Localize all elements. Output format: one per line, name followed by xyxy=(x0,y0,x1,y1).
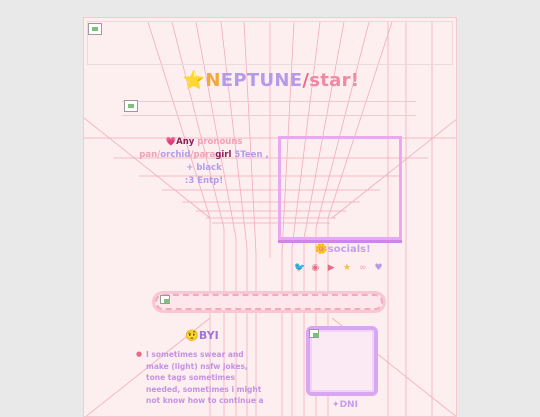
pinterest-icon[interactable]: ◉ xyxy=(311,263,320,273)
broken-image-icon xyxy=(309,329,319,338)
divider-banner xyxy=(122,101,416,116)
byi-text: I sometimes swear and make (light) nsfw … xyxy=(146,350,264,405)
heart-icon[interactable]: ♥ xyxy=(374,263,383,273)
divider-bar xyxy=(155,294,383,310)
pronoun-segment: pan/ xyxy=(139,150,161,160)
twitter-icon[interactable]: 🐦 xyxy=(294,263,306,273)
image-frame xyxy=(278,136,402,240)
byi-list: ● I sometimes swear and make (light) nsf… xyxy=(136,349,264,407)
broken-image-icon xyxy=(160,295,170,304)
header-image-area xyxy=(87,21,453,65)
pronouns-line-2: pan/orchid/paragirl 5Teen , xyxy=(134,149,274,162)
profile-card: ⭐NEPTUNE/star! 💗Any pronouns pan/orchid/… xyxy=(83,17,457,417)
page-title: ⭐NEPTUNE/star! xyxy=(182,70,360,91)
broken-image-icon xyxy=(88,23,102,35)
pronoun-segment: girl xyxy=(215,150,232,160)
heart-icon: 💗 xyxy=(165,137,177,147)
pronouns-line-1: 💗Any pronouns xyxy=(165,137,243,147)
bullet-icon: ● xyxy=(136,350,143,358)
social-links: 🐦 ◉ ▶ ★ ∞ ♥ xyxy=(294,263,384,273)
link-icon[interactable]: ∞ xyxy=(358,263,367,273)
pronouns-block: 💗Any pronouns pan/orchid/paragirl 5Teen … xyxy=(134,136,274,188)
star-icon[interactable]: ★ xyxy=(342,263,351,273)
broken-image-icon xyxy=(124,100,138,112)
youtube-icon[interactable]: ▶ xyxy=(327,263,335,273)
pronoun-segment: /para xyxy=(190,150,216,160)
pronouns-line-4: :3 Entp! xyxy=(184,176,224,186)
byi-label: 🤨BYI xyxy=(185,329,219,342)
photo-frame xyxy=(306,326,378,396)
perspective-grid xyxy=(84,21,456,416)
dni-label: ✦DNI xyxy=(332,400,358,410)
pronoun-segment: 5Teen , xyxy=(231,150,269,160)
pronouns-line-3: + black xyxy=(186,163,222,173)
pronoun-segment: orchid xyxy=(160,150,191,160)
star-icon: ⭐ xyxy=(182,70,206,91)
socials-label: 🌼socials! xyxy=(315,244,371,255)
